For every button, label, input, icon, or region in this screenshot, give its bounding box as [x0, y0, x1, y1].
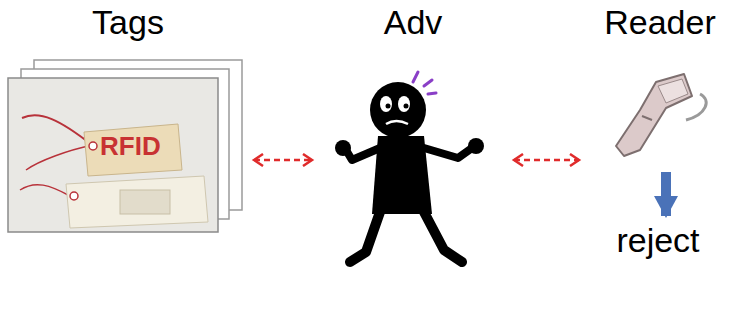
- node-heading: Adv: [384, 4, 443, 41]
- node-heading: reject: [616, 222, 699, 259]
- tag-string: [20, 185, 70, 196]
- tag-photo: [8, 78, 218, 232]
- node-heading: Tags: [92, 4, 164, 41]
- illustrated-node: TagsRFID: [8, 4, 248, 236]
- tag-string: [26, 146, 88, 170]
- rfid-tag: [66, 176, 208, 228]
- result-arrow: [661, 172, 671, 216]
- radio-link: [514, 159, 579, 162]
- rfid-tag: [84, 124, 182, 176]
- tag-string: [22, 115, 92, 145]
- node-heading: Reader: [604, 4, 716, 41]
- illustrated-node: Adv: [318, 4, 508, 272]
- radio-link: [254, 159, 312, 162]
- adversary-figure: [335, 72, 484, 262]
- reader-scanner: [616, 74, 706, 156]
- illustrated-node: Reader: [585, 4, 735, 170]
- illustrated-node: reject: [593, 220, 723, 264]
- tag-hole: [70, 192, 78, 200]
- tag-hole: [89, 142, 97, 150]
- tag-label: RFID: [100, 132, 161, 161]
- tag-chip: [120, 190, 170, 214]
